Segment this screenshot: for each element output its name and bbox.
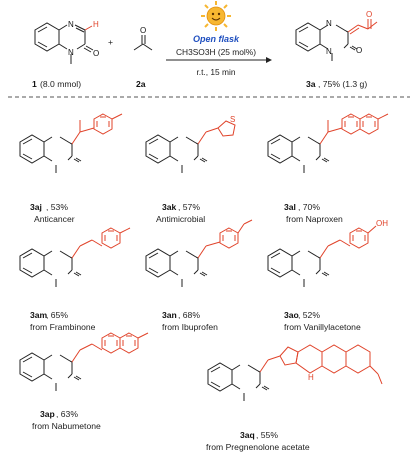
compound-3al-structure (267, 113, 389, 174)
compound-3ap-id: 3ap (40, 409, 55, 419)
compound-3aq-structure: H (207, 344, 383, 402)
vanillyl-oh-group: OH (376, 219, 388, 228)
reactive-h-atom: H (93, 20, 99, 29)
steroid-h-atom: H (308, 373, 314, 382)
compound-3ak-id: 3ak (162, 202, 177, 212)
compound-3ao-structure: OH (267, 219, 388, 288)
compound-3aq-note: from Pregnenolone acetate (206, 442, 310, 452)
n4-atom: N (68, 20, 74, 29)
product-label: 3a (306, 79, 316, 89)
arrow-head (266, 57, 272, 63)
compound-3ap-note: from Nabumetone (32, 421, 101, 431)
compound-3ap-yield: , 63% (56, 409, 78, 419)
compound-3aj-structure (19, 113, 123, 174)
compound-3an-yield: , 68% (178, 310, 200, 320)
carbonyl-o-atom: O (93, 49, 99, 58)
product-3a-nh-atom: N (326, 19, 332, 28)
compound-3aj-id: 3aj (30, 202, 42, 212)
sun-icon (201, 1, 231, 31)
compound-3al-yield: , 70% (298, 202, 320, 212)
compound-3ao-yield: , 52% (298, 310, 320, 320)
acetone-o-atom: O (140, 26, 146, 35)
product-3a-n-atom: N (326, 47, 332, 56)
compound-3aj-note: Anticancer (34, 214, 75, 224)
product-yield: , 75% (1.3 g) (318, 79, 367, 89)
compound-3al-note: from Naproxen (286, 214, 343, 224)
compound-3aq-id: 3aq (240, 430, 255, 440)
reactant-1-amount: (8.0 mmol) (40, 79, 81, 89)
product-3a-o-atom: O (356, 46, 362, 55)
condition-reagent: CH3SO3H (25 mol%) (176, 47, 256, 57)
compound-3aq-yield: , 55% (256, 430, 278, 440)
acetone-structure: O (133, 26, 153, 51)
compound-3aj-yield: , 53% (46, 202, 68, 212)
condition-time: r.t., 15 min (196, 67, 235, 77)
compound-3ao-note: from Vanillylacetone (284, 322, 361, 332)
compound-3ap-structure (19, 332, 149, 392)
reactant-1: N N O H (34, 20, 99, 64)
compound-3am-structure (19, 227, 131, 288)
compound-3ak-yield: , 57% (178, 202, 200, 212)
thiophene-s-atom: S (230, 115, 235, 124)
reactant-1-label: 1 (32, 79, 37, 89)
compound-3an-structure (145, 219, 253, 288)
product-3a-structure: N N O O (295, 10, 378, 62)
product-3a-ketone-o-atom: O (366, 10, 372, 19)
reactant-2-label: 2a (136, 79, 146, 89)
condition-flask: Open flask (193, 34, 240, 44)
n1-atom: N (68, 48, 74, 57)
compound-3am-note: from Frambinone (30, 322, 96, 332)
compound-3an-note: from Ibuprofen (162, 322, 218, 332)
compound-3am-yield: , 65% (46, 310, 68, 320)
plus-sign: + (108, 37, 113, 47)
compound-3ao-id: 3ao (284, 310, 299, 320)
compound-3ak-structure: S (145, 115, 236, 174)
compound-3an-id: 3an (162, 310, 177, 320)
compound-3am-id: 3am (30, 310, 48, 320)
compound-3ak-note: Antimicrobial (156, 214, 205, 224)
compound-3al-id: 3al (284, 202, 296, 212)
